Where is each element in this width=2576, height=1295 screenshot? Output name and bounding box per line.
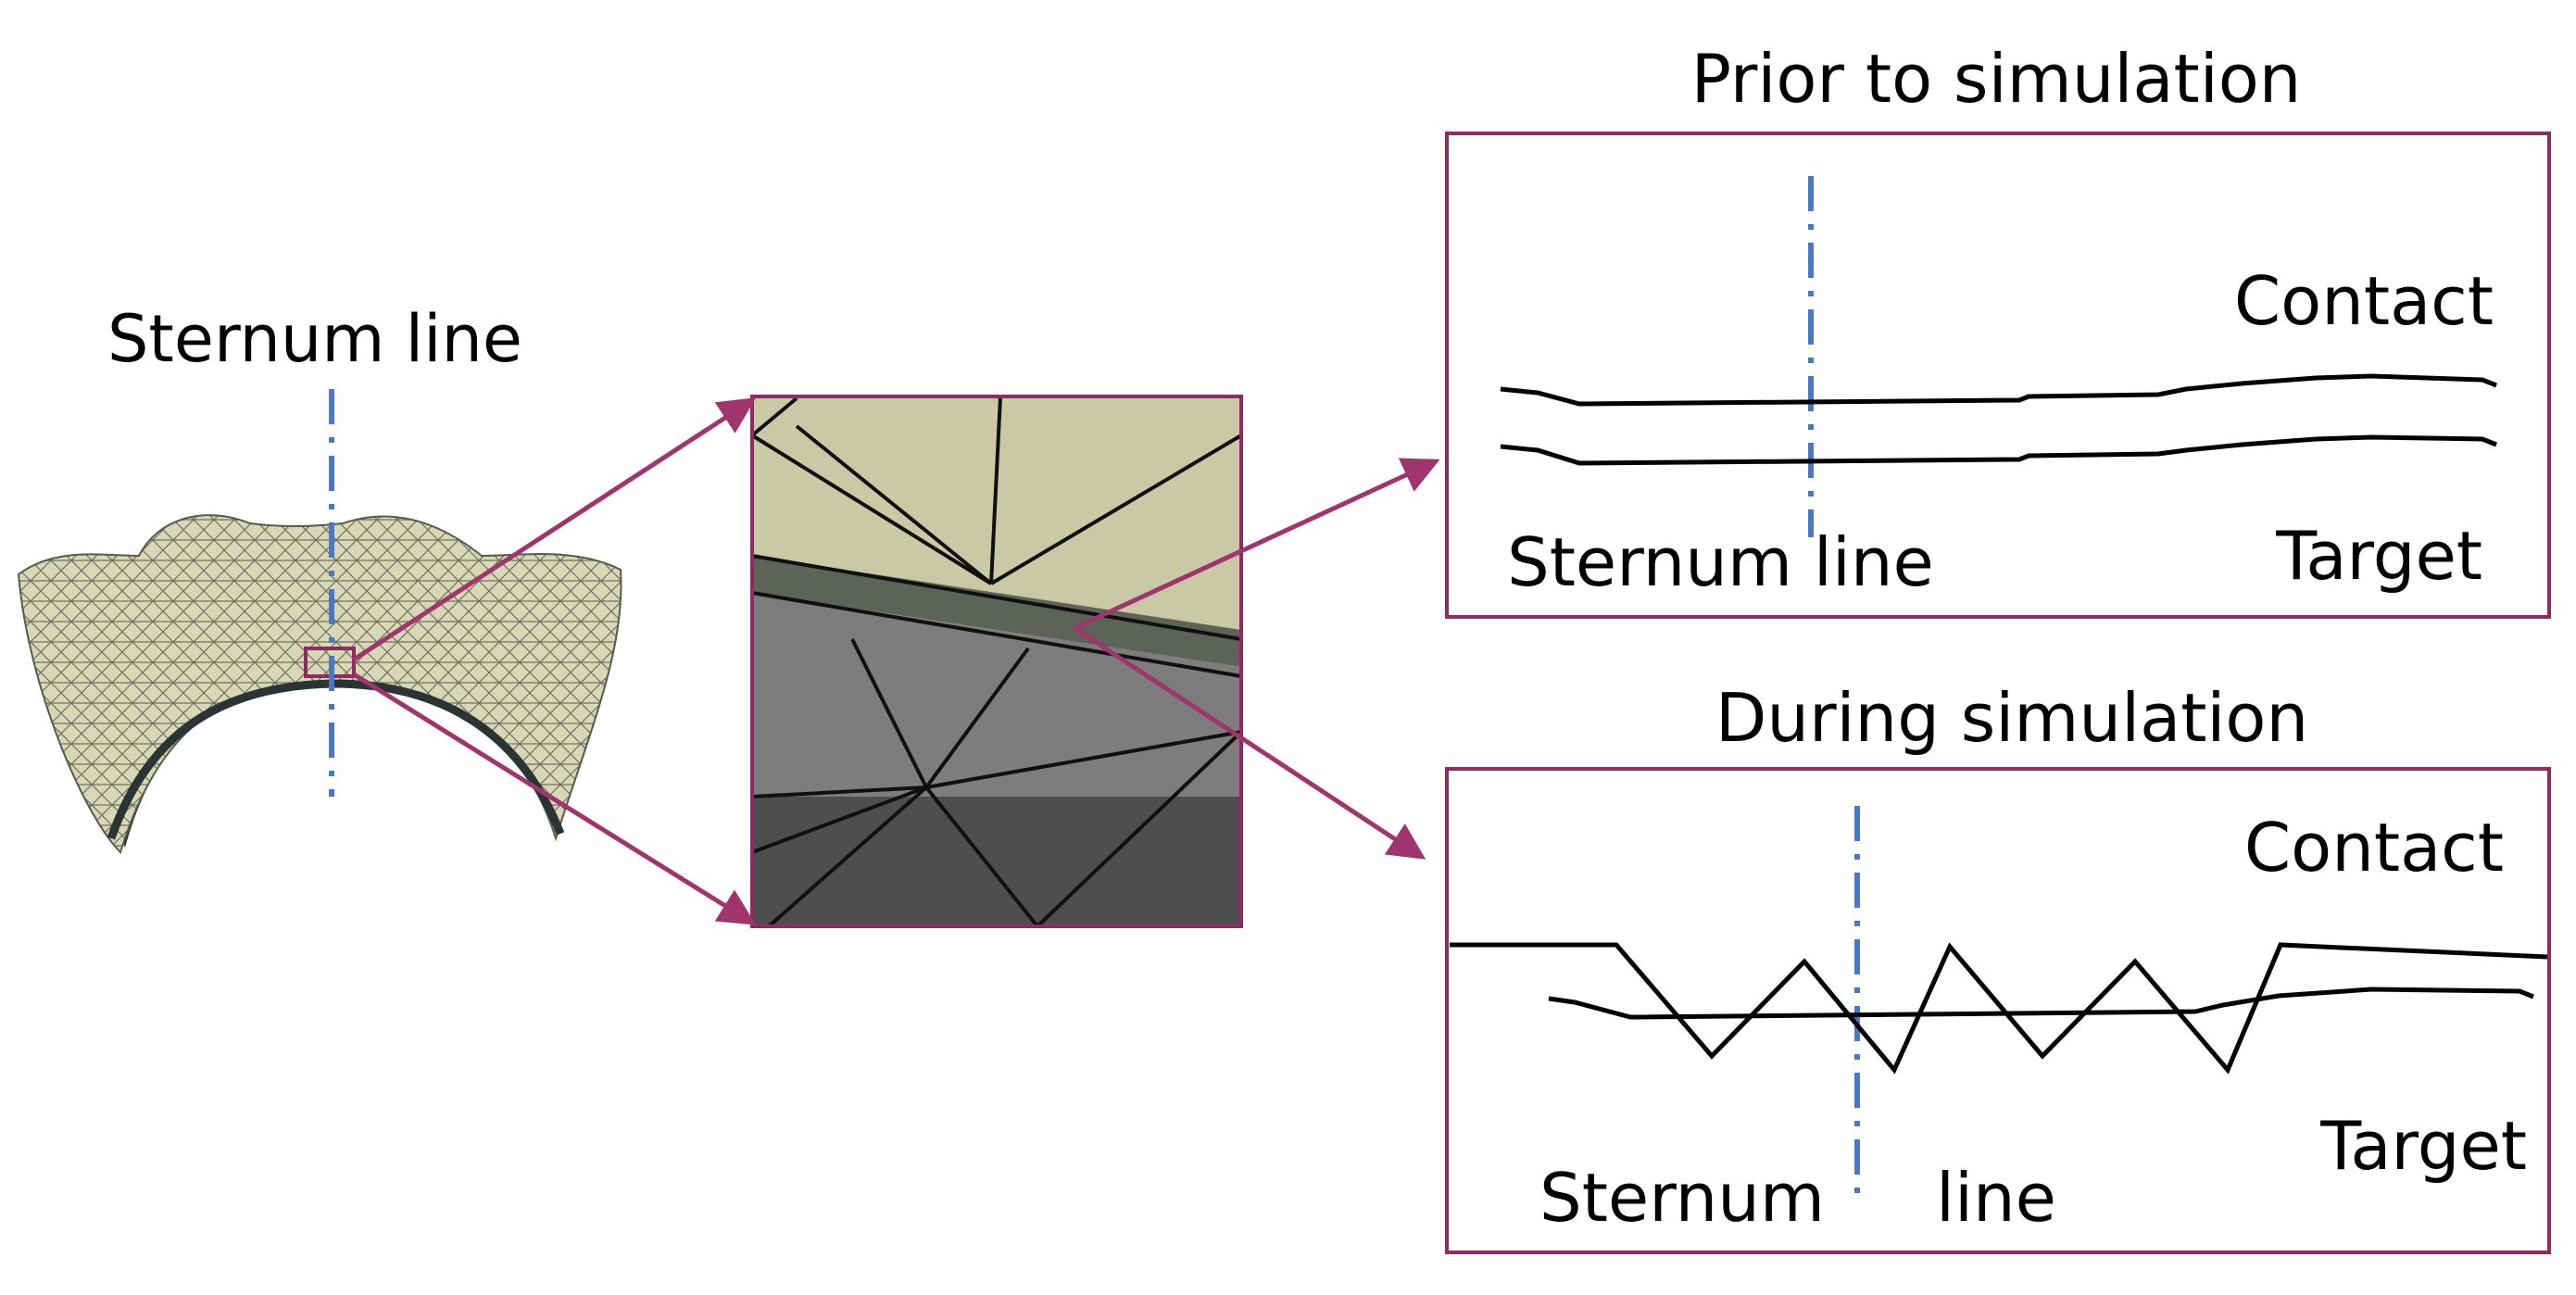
prior-target-curve <box>1500 434 2497 466</box>
during-panel-frame <box>1445 767 2551 1254</box>
prior-panel: Prior to simulation Contact Target Stern… <box>1445 40 2551 619</box>
prior-sternum-label: Sternum line <box>1507 523 1934 601</box>
chest-mesh-surface <box>17 514 622 854</box>
during-panel-title: During simulation <box>1715 679 2308 757</box>
prior-panel-title: Prior to simulation <box>1691 40 2302 118</box>
during-sternum-label-part2: line <box>1936 1159 2056 1237</box>
prior-contact-label: Contact <box>2234 262 2494 340</box>
left-sternum-label: Sternum line <box>107 301 522 377</box>
connector-arrows <box>352 397 1440 925</box>
prior-target-label: Target <box>2275 517 2482 595</box>
arrow-to-zoom-bottom <box>352 672 757 925</box>
zoomed-mesh-view <box>750 395 1243 928</box>
during-target-curve <box>1548 987 2534 1020</box>
during-panel: During simulation Contact Target Sternum… <box>1445 679 2551 1254</box>
during-sternum-label-part1: Sternum <box>1539 1159 1825 1237</box>
arrow-to-zoom-top <box>352 397 757 662</box>
arrow-to-top-panel <box>1073 458 1440 631</box>
chest-mesh-model <box>17 514 622 854</box>
during-contact-zigzag <box>1450 942 2548 1075</box>
arrow-to-bottom-panel <box>1073 625 1426 860</box>
during-target-label: Target <box>2319 1107 2527 1185</box>
zoomed-mesh-frame <box>750 395 1243 928</box>
prior-contact-curve <box>1500 373 2497 407</box>
during-contact-label: Contact <box>2244 809 2504 886</box>
prior-panel-frame <box>1445 132 2551 619</box>
